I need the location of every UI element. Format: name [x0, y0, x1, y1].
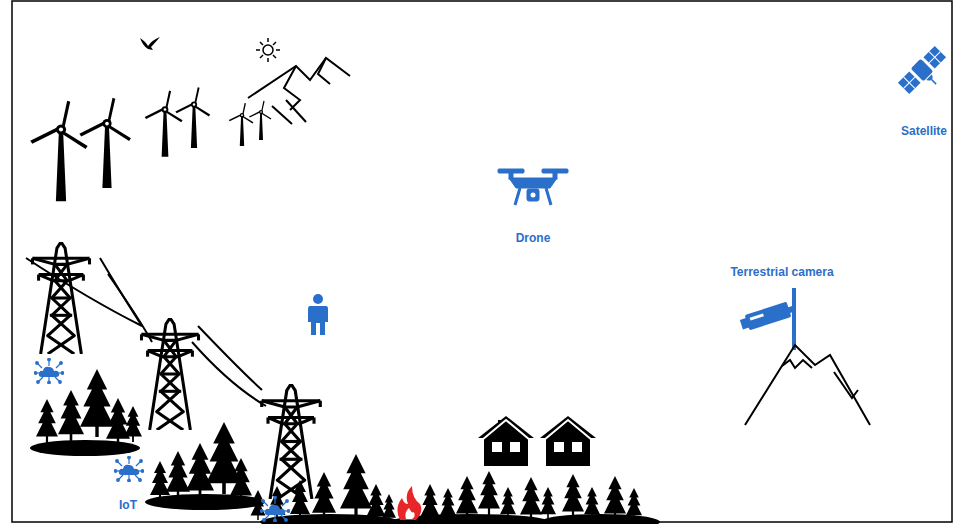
tree: [251, 490, 266, 520]
tree: [312, 472, 336, 520]
houses: [478, 416, 596, 466]
tree: [626, 488, 642, 520]
tree: [340, 454, 372, 518]
wind-turbines: [30, 87, 271, 201]
tree: [150, 461, 170, 501]
tree: [604, 476, 626, 520]
iot-icons: [34, 358, 290, 522]
frame: [12, 1, 952, 522]
satellite-icon: [897, 45, 954, 102]
icon-label: Terrestrial camera: [730, 265, 833, 279]
bird: [140, 37, 160, 50]
tree: [80, 369, 114, 437]
pylons: [32, 242, 320, 499]
forest: [36, 369, 642, 522]
tree: [440, 488, 456, 520]
tree: [520, 477, 542, 521]
tree: [230, 458, 252, 502]
tree: [500, 487, 516, 519]
fire-core: [405, 508, 414, 519]
tree: [421, 484, 440, 522]
tree: [58, 390, 84, 442]
tree: [290, 480, 310, 520]
sun: [256, 38, 280, 62]
icon-label: Satellite: [901, 124, 947, 138]
tree: [478, 471, 500, 515]
tree: [106, 398, 130, 446]
drone-icon: [498, 169, 568, 205]
tree: [562, 474, 584, 518]
tree: [367, 484, 386, 522]
icon-label: Drone: [516, 231, 551, 245]
tree: [540, 487, 556, 519]
tree: [186, 443, 214, 499]
tree: [124, 406, 142, 442]
icon-label: IoT: [119, 498, 137, 512]
tree: [36, 399, 58, 443]
tree: [382, 494, 396, 522]
terrestrial-camera-icon: [739, 288, 870, 425]
tree: [166, 451, 190, 499]
person-icon: [308, 294, 328, 335]
tree: [456, 476, 478, 520]
tree: [584, 487, 600, 519]
fire: [397, 486, 421, 520]
